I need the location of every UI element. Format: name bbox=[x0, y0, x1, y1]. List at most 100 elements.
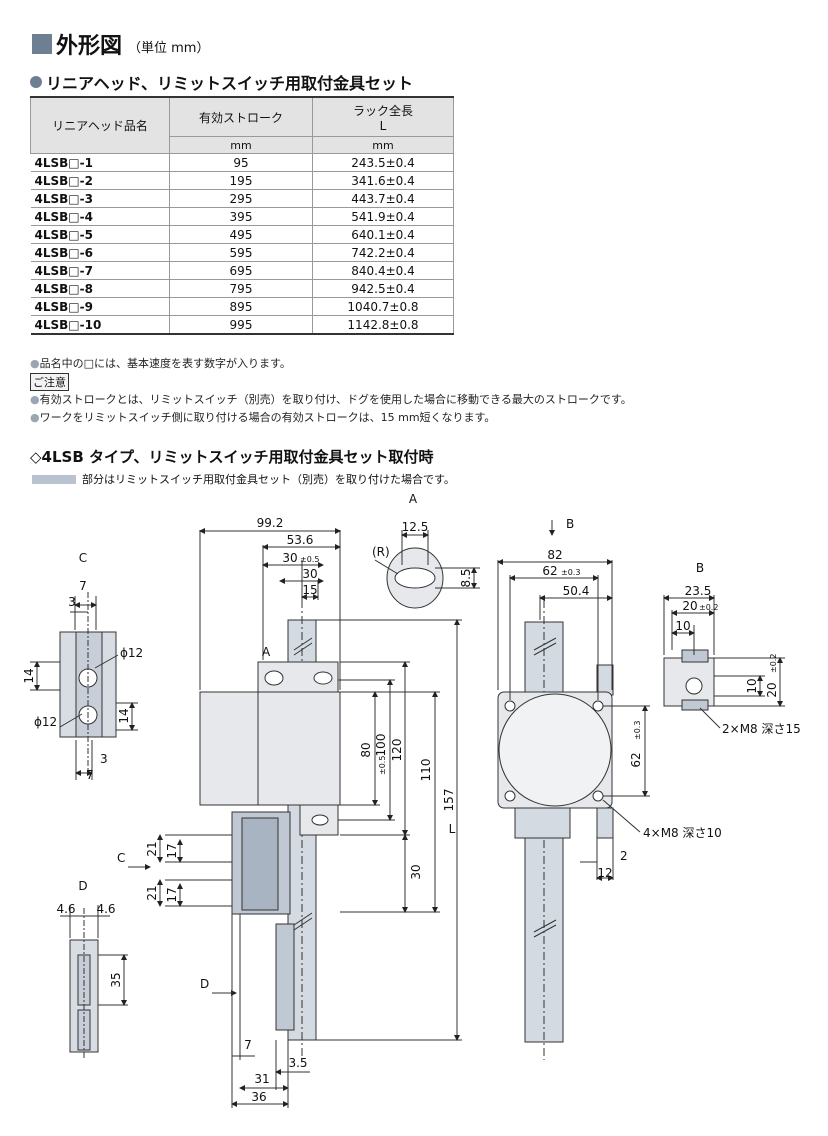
dim-3-5: 3.5 bbox=[288, 1056, 307, 1070]
col-header-name: リニアヘッド品名 bbox=[30, 96, 170, 154]
table-cell-name: 4LSB□-8 bbox=[30, 279, 170, 298]
unit-stroke: mm bbox=[169, 136, 313, 154]
caution-label: ご注意 bbox=[30, 373, 69, 391]
view-d bbox=[60, 905, 128, 1060]
table-cell-name: 4LSB□-2 bbox=[30, 171, 170, 190]
dim-20-v: 20 bbox=[765, 682, 779, 697]
dim-m8-10: 4×M8 深さ10 bbox=[643, 826, 722, 840]
dim-20-v-tol: ±0.2 bbox=[769, 654, 778, 673]
dim-10: 10 bbox=[675, 619, 690, 633]
label-view-c: C bbox=[79, 551, 87, 565]
section-heading-1-text: リニアヘッド、リミットスイッチ用取付金具セット bbox=[46, 74, 414, 93]
col-header-rack-text: ラック全長 bbox=[352, 103, 413, 118]
table-cell-rack: 1040.7±0.8 bbox=[312, 297, 454, 316]
table-cell-rack: 742.2±0.4 bbox=[312, 243, 454, 262]
section-heading-1: リニアヘッド、リミットスイッチ用取付金具セット bbox=[30, 70, 413, 94]
dim-c-14-a: 14 bbox=[22, 668, 36, 683]
page-title-text: 外形図 bbox=[56, 34, 123, 59]
note-1: ●品名中の□には、基本速度を表す数字が入ります。 bbox=[30, 357, 291, 370]
caution-2-text: ワークをリミットスイッチ側に取り付ける場合の有効ストロークは、15 mm短くなり… bbox=[39, 411, 496, 424]
label-view-a: A bbox=[409, 492, 418, 506]
dim-120: 120 bbox=[390, 739, 404, 762]
view-a bbox=[374, 530, 480, 609]
unit-rack: mm bbox=[312, 136, 454, 154]
caution-2: ●ワークをリミットスイッチ側に取り付ける場合の有効ストロークは、15 mm短くな… bbox=[30, 411, 496, 424]
dim-82: 82 bbox=[547, 548, 562, 562]
dim-d-4-6-a: 4.6 bbox=[56, 902, 75, 916]
dim-30-tol-val: ±0.5 bbox=[300, 555, 319, 564]
dim-20-tol: ±0.2 bbox=[699, 603, 718, 612]
table-cell-rack: 541.9±0.4 bbox=[312, 207, 454, 226]
view-c bbox=[30, 592, 138, 780]
dim-99-2: 99.2 bbox=[257, 516, 284, 530]
section-heading-2: ◇4LSB タイプ、リミットスイッチ用取付金具セット取付時 bbox=[30, 448, 434, 466]
dim-100-tol: ±0.5 bbox=[378, 756, 387, 775]
dim-d-35: 35 bbox=[109, 972, 123, 987]
note-1-text: 品名中の□には、基本速度を表す数字が入ります。 bbox=[39, 357, 291, 370]
dim-c-phi12-a: ϕ12 bbox=[120, 646, 143, 660]
table-cell-name: 4LSB□-6 bbox=[30, 243, 170, 262]
table-cell-rack: 640.1±0.4 bbox=[312, 225, 454, 244]
dim-100: 100 bbox=[374, 734, 388, 757]
legend-swatch bbox=[32, 475, 76, 484]
label-view-b: B bbox=[696, 561, 704, 575]
table-cell-rack: 1142.8±0.8 bbox=[312, 315, 454, 335]
table-cell-stroke: 395 bbox=[169, 207, 313, 226]
dim-15: 15 bbox=[302, 583, 317, 597]
dim-80: 80 bbox=[359, 742, 373, 757]
dim-8-5: 8.5 bbox=[459, 568, 473, 587]
title-square-icon bbox=[32, 34, 52, 54]
table-cell-name: 4LSB□-9 bbox=[30, 297, 170, 316]
page-title: 外形図 （単位 mm） bbox=[32, 28, 209, 60]
table-cell-rack: 341.6±0.4 bbox=[312, 171, 454, 190]
table-cell-rack: 243.5±0.4 bbox=[312, 153, 454, 172]
table-cell-rack: 443.7±0.4 bbox=[312, 189, 454, 208]
dim-c-14-b: 14 bbox=[117, 708, 131, 723]
dim-62-v-tol: ±0.3 bbox=[633, 721, 642, 740]
dim-110: 110 bbox=[419, 759, 433, 782]
table-cell-stroke: 95 bbox=[169, 153, 313, 172]
dim-36: 36 bbox=[251, 1090, 266, 1104]
dim-c-7-b: 7 bbox=[86, 768, 94, 782]
caution-1-text: 有効ストロークとは、リミットスイッチ（別売）を取り付け、ドグを使用した場合に移動… bbox=[39, 393, 632, 406]
dim-m8-15: 2×M8 深さ15 bbox=[722, 722, 801, 736]
dim-20: 20 bbox=[682, 599, 697, 613]
table-cell-stroke: 995 bbox=[169, 315, 313, 335]
dim-62: 62 bbox=[542, 564, 557, 578]
table-cell-name: 4LSB□-5 bbox=[30, 225, 170, 244]
label-view-d: D bbox=[78, 879, 87, 893]
table-cell-rack: 840.4±0.4 bbox=[312, 261, 454, 280]
table-cell-stroke: 495 bbox=[169, 225, 313, 244]
table-cell-name: 4LSB□-10 bbox=[30, 315, 170, 335]
table-cell-rack: 942.5±0.4 bbox=[312, 279, 454, 298]
dim-L: L bbox=[449, 822, 456, 836]
table-cell-stroke: 795 bbox=[169, 279, 313, 298]
dim-21-b: 21 bbox=[145, 885, 159, 900]
dim-2: 2 bbox=[620, 849, 628, 863]
dim-30: 30 bbox=[302, 567, 317, 581]
label-arrow-c: C bbox=[117, 851, 125, 865]
col-header-rack-symbol: L bbox=[379, 118, 387, 133]
dim-157: 157 bbox=[442, 789, 456, 812]
side-view bbox=[497, 520, 650, 1060]
dim-10-v: 10 bbox=[745, 678, 759, 693]
dim-c-7: 7 bbox=[79, 579, 87, 593]
dim-12: 12 bbox=[597, 866, 612, 880]
caution-1: ●有効ストロークとは、リミットスイッチ（別売）を取り付け、ドグを使用した場合に移… bbox=[30, 393, 632, 406]
dim-31: 31 bbox=[254, 1072, 269, 1086]
table-cell-stroke: 595 bbox=[169, 243, 313, 262]
table-cell-name: 4LSB□-3 bbox=[30, 189, 170, 208]
view-b bbox=[663, 595, 785, 729]
dim-c-3-b: 3 bbox=[100, 752, 108, 766]
table-cell-stroke: 295 bbox=[169, 189, 313, 208]
